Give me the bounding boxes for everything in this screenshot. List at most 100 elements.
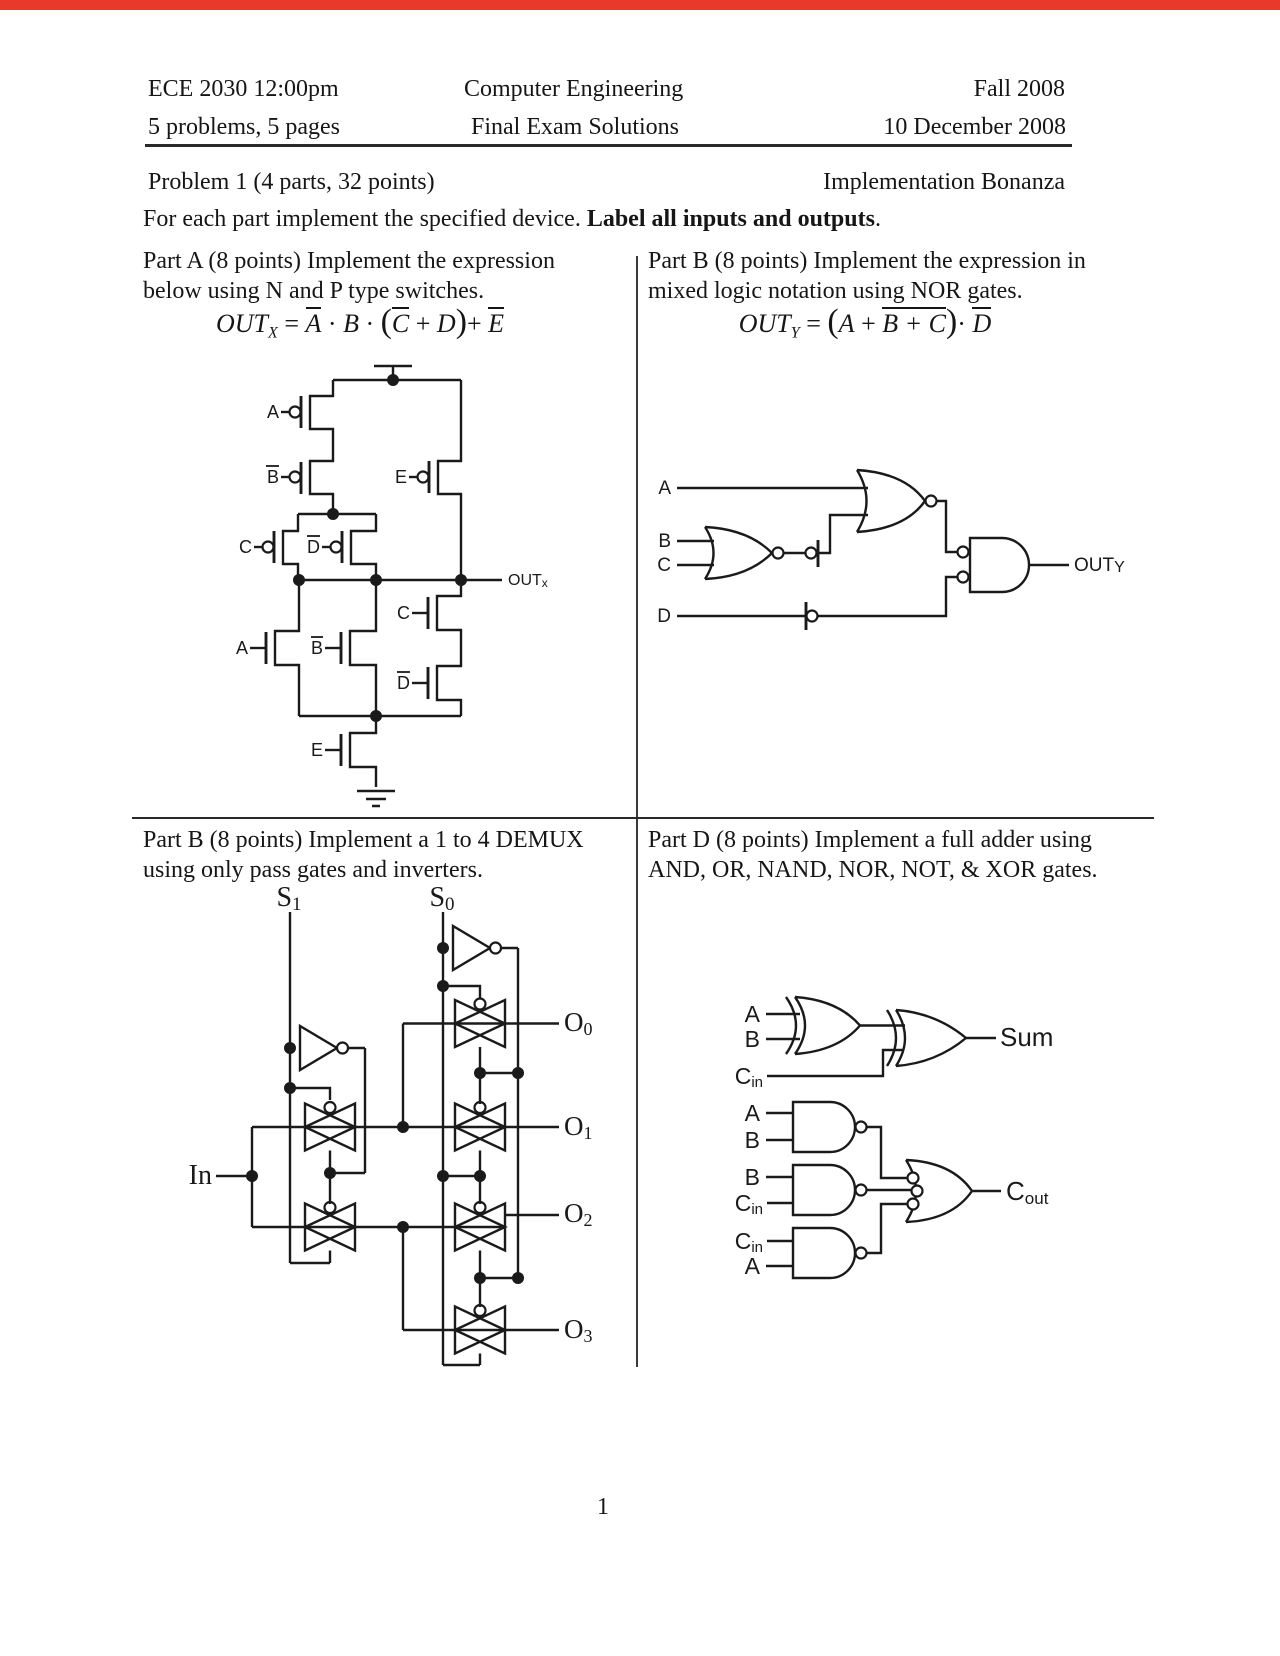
junction-dot (437, 1170, 449, 1182)
page-number: 1 (597, 1494, 609, 1520)
junction-dot (246, 1170, 258, 1182)
wire-s0-bar (501, 946, 520, 1278)
wire-n-b-branch (348, 580, 378, 716)
wire-pullup-series (308, 380, 335, 514)
header-rule (145, 144, 1072, 147)
n-switch-e: E (311, 734, 343, 766)
xor-gate-1 (785, 995, 861, 1056)
wire-p-d-branch (349, 514, 378, 580)
p-switch-e: E (395, 461, 431, 493)
wire-n-a-branch (273, 580, 301, 716)
top-accent-bar (0, 0, 1280, 10)
pass-gate-o2 (452, 1176, 518, 1280)
nand1-b-label: B (745, 1127, 760, 1153)
wire (766, 1239, 793, 1268)
n-switch-b-bar: B (311, 632, 343, 664)
wire (766, 1111, 793, 1142)
o0-label: O0 (564, 1007, 593, 1039)
wire (818, 575, 957, 618)
junction-dot (437, 942, 449, 954)
header-course: ECE 2030 12:00pm (148, 76, 339, 102)
junction-dot (327, 508, 339, 520)
junction-dot (474, 1067, 486, 1079)
part-d-title: Part D (8 points) Implement a full adder… (648, 827, 1098, 883)
inversion-bar-bc (804, 540, 820, 567)
inverter-s1 (298, 1023, 350, 1073)
part-b-title: Part B (8 points) Implement the expressi… (648, 248, 1086, 304)
nand3-a-label: A (745, 1253, 761, 1279)
switch-label: C (239, 537, 252, 557)
nand-gate-2 (791, 1163, 868, 1217)
junction-dot (284, 1082, 296, 1094)
part-b-formula: OUTY = (A + B + C)· D (738, 303, 992, 342)
switch-label: E (311, 740, 323, 760)
junction-dot (397, 1221, 409, 1233)
header-pages-info: 5 problems, 5 pages (148, 114, 340, 140)
sum-label: Sum (1000, 1022, 1053, 1052)
nand3-cin-label: Cin (735, 1228, 763, 1256)
part-c-title: Part B (8 points) Implement a 1 to 4 DEM… (143, 827, 584, 883)
pass-gate-o1 (443, 1073, 508, 1178)
p-switch-d-bar: D (307, 531, 344, 563)
header-date: 10 December 2008 (883, 114, 1066, 140)
switch-label: A (267, 402, 279, 422)
input-label-b: B (658, 531, 671, 552)
switch-label: D (397, 673, 410, 693)
switch-label: C (397, 603, 410, 623)
nand-gate-3 (791, 1226, 868, 1280)
xor-b-label: B (745, 1026, 760, 1052)
junction-dot (455, 574, 467, 586)
ground-symbol (357, 789, 395, 808)
pass-gate-o0 (452, 997, 518, 1075)
xor-gate-2 (885, 1008, 967, 1068)
input-label-a: A (658, 478, 671, 499)
column-divider (636, 256, 638, 1367)
xor-a-label: A (745, 1001, 761, 1027)
cin-label: Cin (735, 1063, 763, 1091)
switch-label: E (395, 467, 407, 487)
junction-dot (324, 1167, 336, 1179)
wire-n-e-branch (348, 716, 378, 787)
junction-dot (397, 1121, 409, 1133)
s1-label: S1 (276, 882, 301, 915)
wire-s1-bar (348, 1046, 367, 1173)
part-d-circuit: A B Cin Sum A B B Cin Cin A (735, 995, 1053, 1280)
or-gate-cout (904, 1158, 973, 1224)
nand1-a-label: A (745, 1100, 761, 1126)
junction-dot (293, 574, 305, 586)
input-label-c: C (657, 555, 671, 576)
wire (866, 1202, 909, 1255)
pass-gate-o3 (443, 1278, 508, 1367)
wire (443, 984, 482, 999)
part-a-circuit: A B C D E A B (236, 364, 548, 808)
junction-dot (512, 1067, 524, 1079)
wire (866, 1125, 909, 1180)
outx-label: OUTx (508, 572, 548, 590)
junction-dot (284, 1042, 296, 1054)
nand-gate-1 (791, 1100, 868, 1154)
wire-cin (767, 1048, 904, 1078)
junction-dot (370, 710, 382, 722)
pass-gate-s1-upper (302, 1100, 365, 1175)
problem-title: Problem 1 (4 parts, 32 points) (148, 169, 435, 195)
o3-label: O3 (564, 1314, 593, 1346)
and-shape-nor-gate (956, 536, 1031, 594)
input-label-d: D (657, 606, 671, 627)
nand2-cin-label: Cin (735, 1190, 763, 1218)
header-subject: Computer Engineering (464, 76, 684, 102)
nand2-b-label: B (745, 1164, 760, 1190)
nor-gate-top (855, 468, 938, 534)
junction-dot (474, 1170, 486, 1182)
s0-label: S0 (429, 882, 454, 915)
inversion-bar-d (804, 602, 819, 630)
outy-label: OUTY (1074, 555, 1125, 576)
wire-n-cd-branch (435, 580, 463, 716)
in-label: In (189, 1160, 212, 1191)
problem-subtitle: Implementation Bonanza (823, 169, 1065, 195)
part-c-circuit: S1 S0 In (189, 882, 593, 1367)
o2-label: O2 (564, 1198, 593, 1230)
n-switch-a: A (236, 632, 268, 664)
switch-label: B (267, 467, 279, 487)
part-a-formula: OUTX = A · B · (C + D)+ E (215, 303, 505, 342)
